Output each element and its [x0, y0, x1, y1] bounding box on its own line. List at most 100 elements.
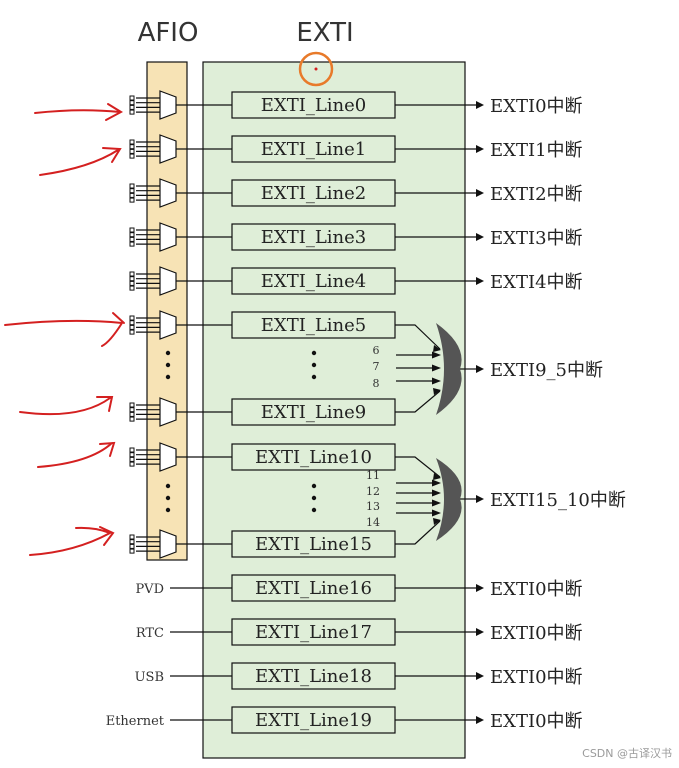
gpio-pin: [129, 534, 135, 540]
wires: [170, 104, 441, 721]
exti-line-box: [231, 443, 396, 471]
exti-line-box: [231, 530, 396, 558]
gate-input-number: 6: [373, 344, 380, 357]
gpio-pin: [129, 539, 135, 545]
gpio-pin: [129, 153, 135, 159]
gpio-pin: [129, 324, 135, 330]
exti-line-label: EXTI_Line4: [261, 271, 366, 292]
exti-line-box: [231, 179, 396, 207]
afio-multiplexers: [129, 90, 177, 559]
gpio-pin: [129, 329, 135, 335]
gate-input-arrowhead: [432, 364, 441, 372]
exti-line-box: [231, 91, 396, 119]
output-arrowhead: [476, 495, 484, 503]
gpio-pin: [129, 236, 135, 242]
afio-mux: [129, 397, 177, 427]
peripheral-source-label: PVD: [135, 582, 164, 597]
gpio-pin: [129, 447, 135, 453]
exti-line-box: [231, 706, 396, 734]
exti-line-label: EXTI_Line5: [261, 315, 366, 336]
afio-mux: [129, 266, 177, 296]
interrupt-output-label: EXTI0中断: [490, 96, 583, 117]
gpio-pin: [129, 285, 135, 291]
watermark: CSDN @古译汉书: [582, 747, 672, 760]
gpio-pin: [129, 548, 135, 554]
mux-symbol: [159, 134, 177, 164]
afio-mux: [129, 90, 177, 120]
afio-mux: [129, 222, 177, 252]
mux-symbol: [159, 178, 177, 208]
gate-input-number: 13: [366, 500, 380, 513]
peripheral-source-label: USB: [135, 670, 164, 685]
output-arrowhead: [476, 189, 484, 197]
gate-input-arrowhead: [433, 518, 441, 525]
exti-ellipsis-upper: [311, 350, 317, 380]
highlight-circle: [298, 51, 334, 87]
gpio-pin: [129, 148, 135, 154]
interrupt-output-label: EXTI15_10中断: [490, 490, 626, 511]
gpio-pin: [129, 109, 135, 115]
exti-line-box: [231, 267, 396, 295]
gate-input-arrowhead: [432, 377, 441, 385]
exti-line-label: EXTI_Line16: [255, 578, 372, 599]
mux-symbol: [159, 222, 177, 252]
gate-input-arrowhead: [432, 509, 441, 517]
gpio-pin: [129, 280, 135, 286]
exti-line-label: EXTI_Line19: [255, 710, 372, 731]
afio-ellipsis-lower: [165, 483, 171, 513]
exti-line-box: [231, 398, 396, 426]
gpio-pin: [129, 197, 135, 203]
mux-symbol: [159, 397, 177, 427]
output-arrowhead: [476, 716, 484, 724]
gate-input-number: 7: [373, 360, 380, 373]
or-gate-15-10: [436, 458, 462, 541]
gpio-pin: [129, 241, 135, 247]
exti-line-box: [231, 223, 396, 251]
afio-mux: [129, 529, 177, 559]
afio-mux: [129, 134, 177, 164]
output-arrowhead: [476, 145, 484, 153]
gate-input-number: 14: [366, 516, 380, 529]
output-arrowhead: [476, 672, 484, 680]
gpio-pin: [129, 227, 135, 233]
output-arrowhead: [476, 628, 484, 636]
gpio-pin: [129, 461, 135, 467]
interrupt-output-label: EXTI0中断: [490, 667, 583, 688]
mux-symbol: [159, 442, 177, 472]
gate-input-arrowhead: [433, 345, 441, 352]
peripheral-source-label: RTC: [136, 626, 164, 641]
gpio-pin: [129, 104, 135, 110]
mux-symbol: [159, 310, 177, 340]
exti-line-box: [231, 311, 396, 339]
exti-line-label: EXTI_Line17: [255, 622, 372, 643]
exti-line-box: [231, 574, 396, 602]
exti-line-label: EXTI_Line3: [261, 227, 366, 248]
gate-input-wire: [395, 456, 441, 478]
gate-input-arrowhead: [432, 351, 441, 359]
gpio-pin: [129, 402, 135, 408]
exti-header: EXTI: [296, 18, 353, 48]
gpio-pin: [129, 139, 135, 145]
gpio-pin: [129, 452, 135, 458]
output-arrowhead: [476, 101, 484, 109]
gate-input-arrowhead: [432, 479, 441, 487]
exti-line-boxes: EXTI_Line0EXTI_Line1EXTI_Line2EXTI_Line3…: [231, 91, 396, 734]
gpio-pin: [129, 144, 135, 150]
mux-symbol: [159, 266, 177, 296]
output-arrowhead: [476, 365, 484, 373]
output-arrowhead: [476, 233, 484, 241]
gpio-pin: [129, 456, 135, 462]
mux-symbol: [159, 90, 177, 120]
interrupt-output-label: EXTI2中断: [490, 184, 583, 205]
highlight-dot: [314, 67, 318, 71]
interrupt-output-label: EXTI0中断: [490, 623, 583, 644]
gpio-pin: [129, 416, 135, 422]
gpio-pin: [129, 320, 135, 326]
interrupt-outputs: EXTI0中断EXTI1中断EXTI2中断EXTI3中断EXTI4中断EXTI9…: [106, 96, 626, 732]
exti-line-label: EXTI_Line0: [261, 95, 366, 116]
exti-line-label: EXTI_Line9: [261, 402, 366, 423]
interrupt-output-label: EXTI4中断: [490, 272, 583, 293]
exti-ellipsis-lower: [311, 483, 317, 513]
gate-input-wire: [395, 520, 441, 545]
